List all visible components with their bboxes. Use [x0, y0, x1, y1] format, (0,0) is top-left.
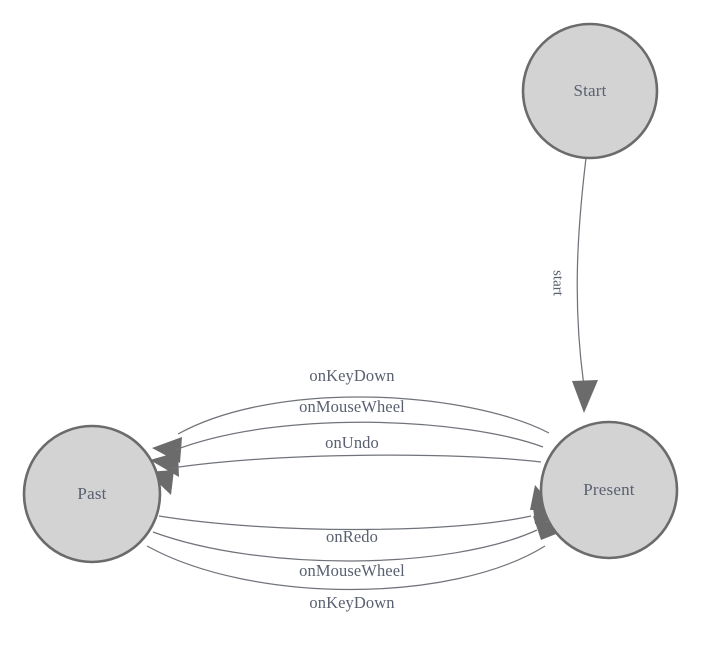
node-past-label: Past	[77, 484, 106, 503]
edge-path	[171, 454, 542, 469]
edge-label-past-present-onredo: onRedo	[326, 527, 378, 546]
arrowhead-icon	[572, 380, 598, 413]
edge-label-past-present-onmousewheel: onMouseWheel	[299, 561, 405, 580]
node-start-label: Start	[573, 81, 606, 100]
node-present-label: Present	[583, 480, 635, 499]
node-start[interactable]: Start	[521, 22, 659, 160]
edge-label-past-present-onkeydown: onKeyDown	[309, 593, 394, 612]
edge-present-to-past-onundo[interactable]	[147, 454, 542, 495]
node-start-circle[interactable]	[521, 22, 659, 160]
edge-path	[576, 157, 587, 387]
nodes-layer: Start Past Present	[22, 22, 679, 564]
edges-layer	[146, 157, 598, 591]
edge-label-present-past-onundo: onUndo	[325, 433, 379, 452]
node-present[interactable]: Present	[539, 420, 679, 560]
edge-label-start: start	[550, 270, 566, 297]
edge-path	[174, 421, 544, 451]
edge-path	[146, 545, 546, 591]
node-past[interactable]: Past	[22, 424, 162, 564]
edge-label-present-past-onkeydown: onKeyDown	[309, 366, 394, 385]
node-present-circle[interactable]	[539, 420, 679, 560]
arrowhead-icon	[533, 516, 566, 540]
edge-path	[152, 529, 538, 562]
edge-path	[177, 396, 550, 435]
edge-start-to-present[interactable]	[572, 157, 598, 413]
edge-label-present-past-onmousewheel: onMouseWheel	[299, 397, 405, 416]
edge-past-to-present-onkeydown[interactable]	[146, 516, 566, 591]
edge-past-to-present-onredo[interactable]	[158, 485, 556, 531]
edge-labels-layer: start onKeyDown onMouseWheel onUndo onRe…	[299, 270, 565, 612]
edge-path	[158, 515, 532, 531]
node-past-circle[interactable]	[22, 424, 162, 564]
